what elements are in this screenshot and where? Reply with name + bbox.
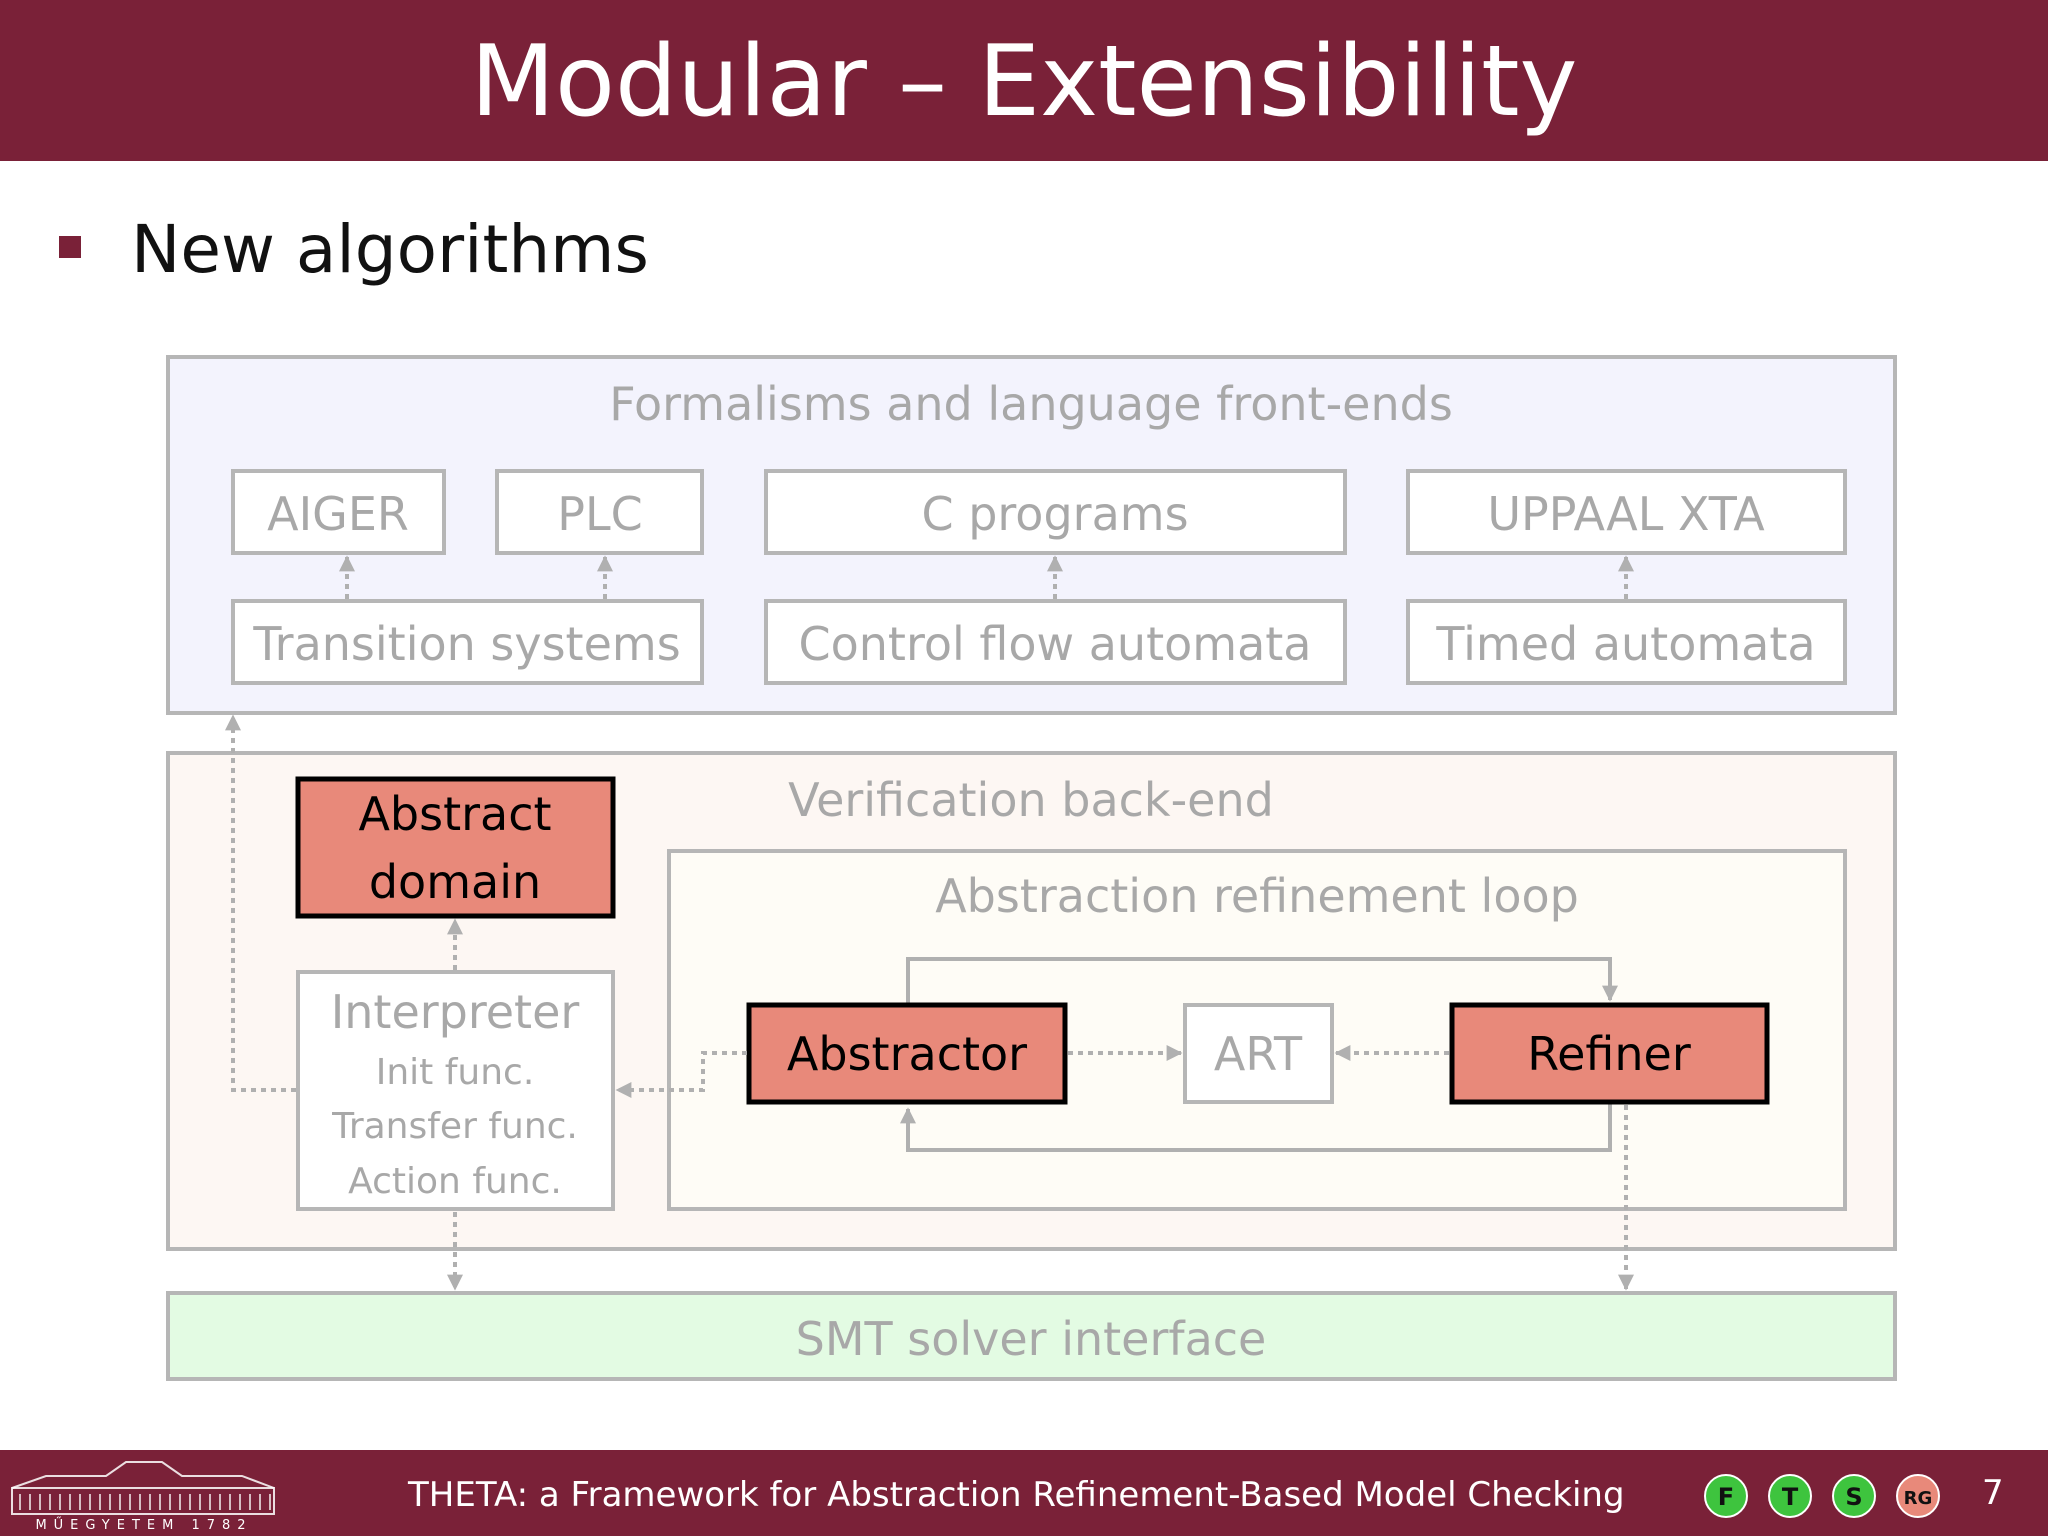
aiger-box[interactable] [231, 469, 446, 555]
smt-section [166, 1291, 1897, 1381]
bullet-text: New algorithms [131, 211, 649, 288]
plc-box[interactable] [495, 469, 704, 555]
slide-header [0, 0, 2048, 161]
group-letter-f: F [1718, 1483, 1734, 1511]
university-logo-caption: MŰEGYETEM 1782 [35, 1517, 252, 1533]
backend-label: Verification back-end [788, 773, 1274, 827]
cfa-box[interactable] [764, 599, 1347, 685]
art-box[interactable] [1183, 1003, 1334, 1104]
timed-automata-label: Timed automata [1435, 617, 1815, 671]
research-group-logo: F T S RG [1704, 1474, 1940, 1518]
transfer-func-label: Transfer func. [331, 1106, 578, 1147]
refiner-label: Refiner [1527, 1027, 1691, 1081]
page-number: 7 [1982, 1473, 2004, 1513]
timed-automata-box[interactable] [1406, 599, 1847, 685]
interpreter-box[interactable] [296, 970, 615, 1211]
abstract-domain-label-line2: domain [369, 855, 541, 909]
abstractor-box[interactable] [746, 1002, 1068, 1105]
cfa-label: Control flow automata [798, 617, 1311, 671]
university-logo: MŰEGYETEM 1782 [11, 1461, 275, 1533]
c-programs-label: C programs [921, 487, 1188, 541]
abstract-domain-label-line1: Abstract [358, 787, 551, 841]
loop-top-connector [906, 957, 1618, 1004]
art-label: ART [1214, 1027, 1303, 1081]
refinement-loop-label: Abstraction refinement loop [935, 869, 1579, 923]
plc-label: PLC [557, 487, 643, 541]
c-programs-box[interactable] [764, 469, 1347, 555]
action-func-label: Action func. [348, 1161, 562, 1202]
frontends-label: Formalisms and language front-ends [609, 377, 1453, 431]
loop-bottom-connector [900, 1103, 1612, 1152]
footer-title: THETA: a Framework for Abstraction Refin… [408, 1475, 1625, 1515]
slide-title: Modular – Extensibility [470, 25, 1578, 139]
arrow-abstractor-to-interpreter [615, 1051, 747, 1098]
smt-label: SMT solver interface [796, 1312, 1267, 1366]
group-letter-t: T [1782, 1483, 1799, 1511]
uppaal-label: UPPAAL XTA [1487, 487, 1765, 541]
group-letter-s: S [1845, 1483, 1862, 1511]
arrow-interpreter-to-frontends [225, 714, 296, 1092]
aiger-label: AIGER [267, 487, 409, 541]
abstract-domain-box[interactable] [295, 776, 616, 919]
architecture-diagram: Formalisms and language front-ends AIGER… [166, 355, 1897, 1381]
refiner-box[interactable] [1449, 1002, 1770, 1105]
group-letter-rg: RG [1904, 1488, 1933, 1509]
abstractor-label: Abstractor [787, 1027, 1027, 1081]
bullet-marker [59, 236, 81, 258]
uppaal-box[interactable] [1406, 469, 1847, 555]
interpreter-label: Interpreter [331, 985, 580, 1039]
init-func-label: Init func. [376, 1052, 535, 1093]
transition-systems-label: Transition systems [252, 617, 680, 671]
transition-systems-box[interactable] [231, 599, 704, 685]
